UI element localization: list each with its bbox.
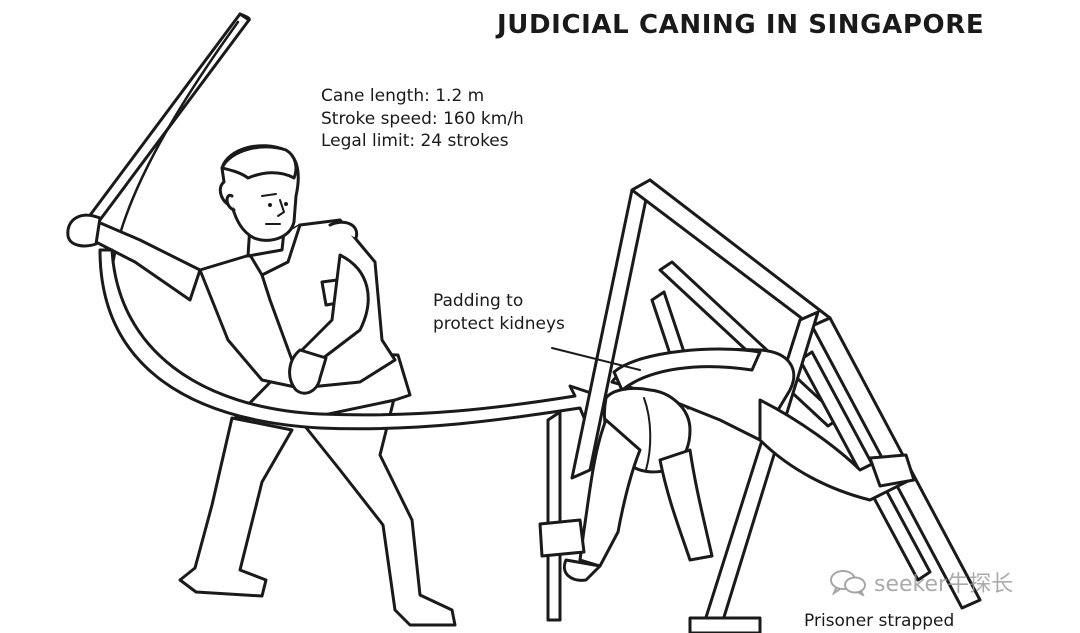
page-title: JUDICIAL CANING IN SINGAPORE (497, 10, 984, 40)
stat-cane-length: Cane length: 1.2 m (321, 85, 524, 108)
stats-block: Cane length: 1.2 m Stroke speed: 160 km/… (321, 85, 524, 153)
padding-label-line1: Padding to (433, 290, 565, 313)
padding-label: Padding to protect kidneys (433, 290, 565, 335)
stat-legal-limit: Legal limit: 24 strokes (321, 130, 524, 153)
wechat-icon (828, 568, 868, 596)
watermark-text: seeker牛探长 (874, 566, 1013, 598)
watermark: seeker牛探长 (828, 566, 1013, 598)
padding-label-line2: protect kidneys (433, 313, 565, 336)
stat-stroke-speed: Stroke speed: 160 km/h (321, 108, 524, 131)
prisoner-label: Prisoner strapped (802, 610, 956, 633)
